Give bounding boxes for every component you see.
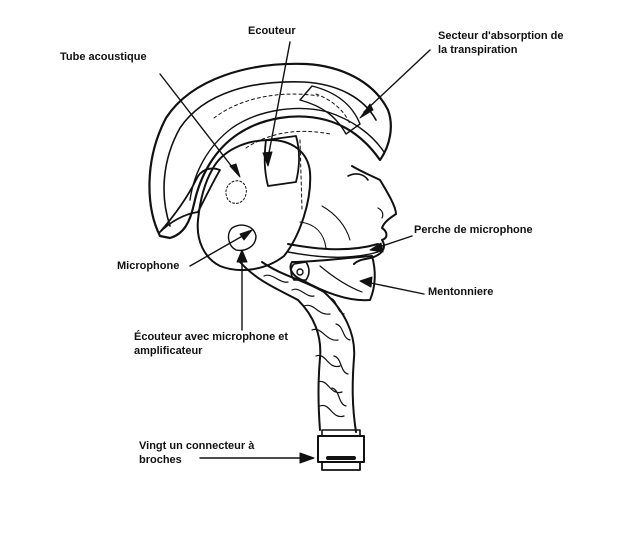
label-mentonniere: Mentonniere [428,286,494,298]
arrow-perche [369,242,384,253]
helmet-rim [189,107,385,201]
mic-boom-2 [287,251,379,258]
leader-secteur [363,49,431,113]
connector-band [321,429,361,437]
cable-braid [263,274,351,418]
cheek-line [321,205,351,241]
eye [347,173,369,181]
shell-stitch-2 [245,130,331,149]
sweat-pad [299,85,361,135]
chin-strap-fold [319,265,363,293]
arrow-ecouteur-mic [236,249,248,263]
label-ecouteur-mic-line-1: Écouteur avec microphone et [134,331,289,343]
label-perche-microphone: Perche de microphone [414,224,533,236]
ear-line [299,221,327,249]
nostril [377,207,384,219]
arrow-microphone [239,229,253,241]
arrow-secteur [359,103,374,119]
label-ecouteur-avec-microphone: Écouteur avec microphone et amplificateu… [134,330,288,358]
mic-capsule [227,224,257,252]
arrow-connecteur [299,452,315,464]
label-connecteur-line-2: broches [139,454,182,466]
label-microphone: Microphone [117,260,180,272]
helmet-shell-inner [163,80,377,227]
label-secteur-line-1: Secteur d'absorption de [438,30,564,42]
chin-strap-rivet [296,268,304,276]
leader-lines [159,41,431,459]
label-ecouteur-mic-line-2: amplificateur [134,345,203,357]
chin-strap [289,255,376,302]
label-ecouteur: Ecouteur [248,25,296,37]
label-connecteur-line-1: Vingt un connecteur à [139,440,255,452]
arrow-mentonniere [359,276,373,288]
nape-strap [159,167,221,233]
cable-right [261,261,357,433]
face-profile [351,165,397,265]
label-connecteur: Vingt un connecteur à broches [139,439,254,467]
sweat-pad-stitch [315,93,351,125]
leader-tube [159,73,237,173]
shell-stitch [213,93,319,119]
cable-left [239,261,322,431]
arrow-tube [229,163,241,178]
earphone-mark [225,180,247,204]
helmet-shell [148,62,392,240]
leader-ecouteur [267,41,291,159]
leader-microphone [189,233,247,267]
arrow-ecouteur [262,151,273,167]
leader-mentonniere [365,281,425,295]
connector-base [321,461,361,471]
label-tube-acoustique: Tube acoustique [60,51,147,63]
earcup-housing [196,139,312,272]
label-secteur-line-2: la transpiration [438,44,518,56]
chin-strap-buckle [290,261,310,281]
label-secteur-absorption: Secteur d'absorption de la transpiration [438,29,563,57]
mic-boom [287,243,379,251]
